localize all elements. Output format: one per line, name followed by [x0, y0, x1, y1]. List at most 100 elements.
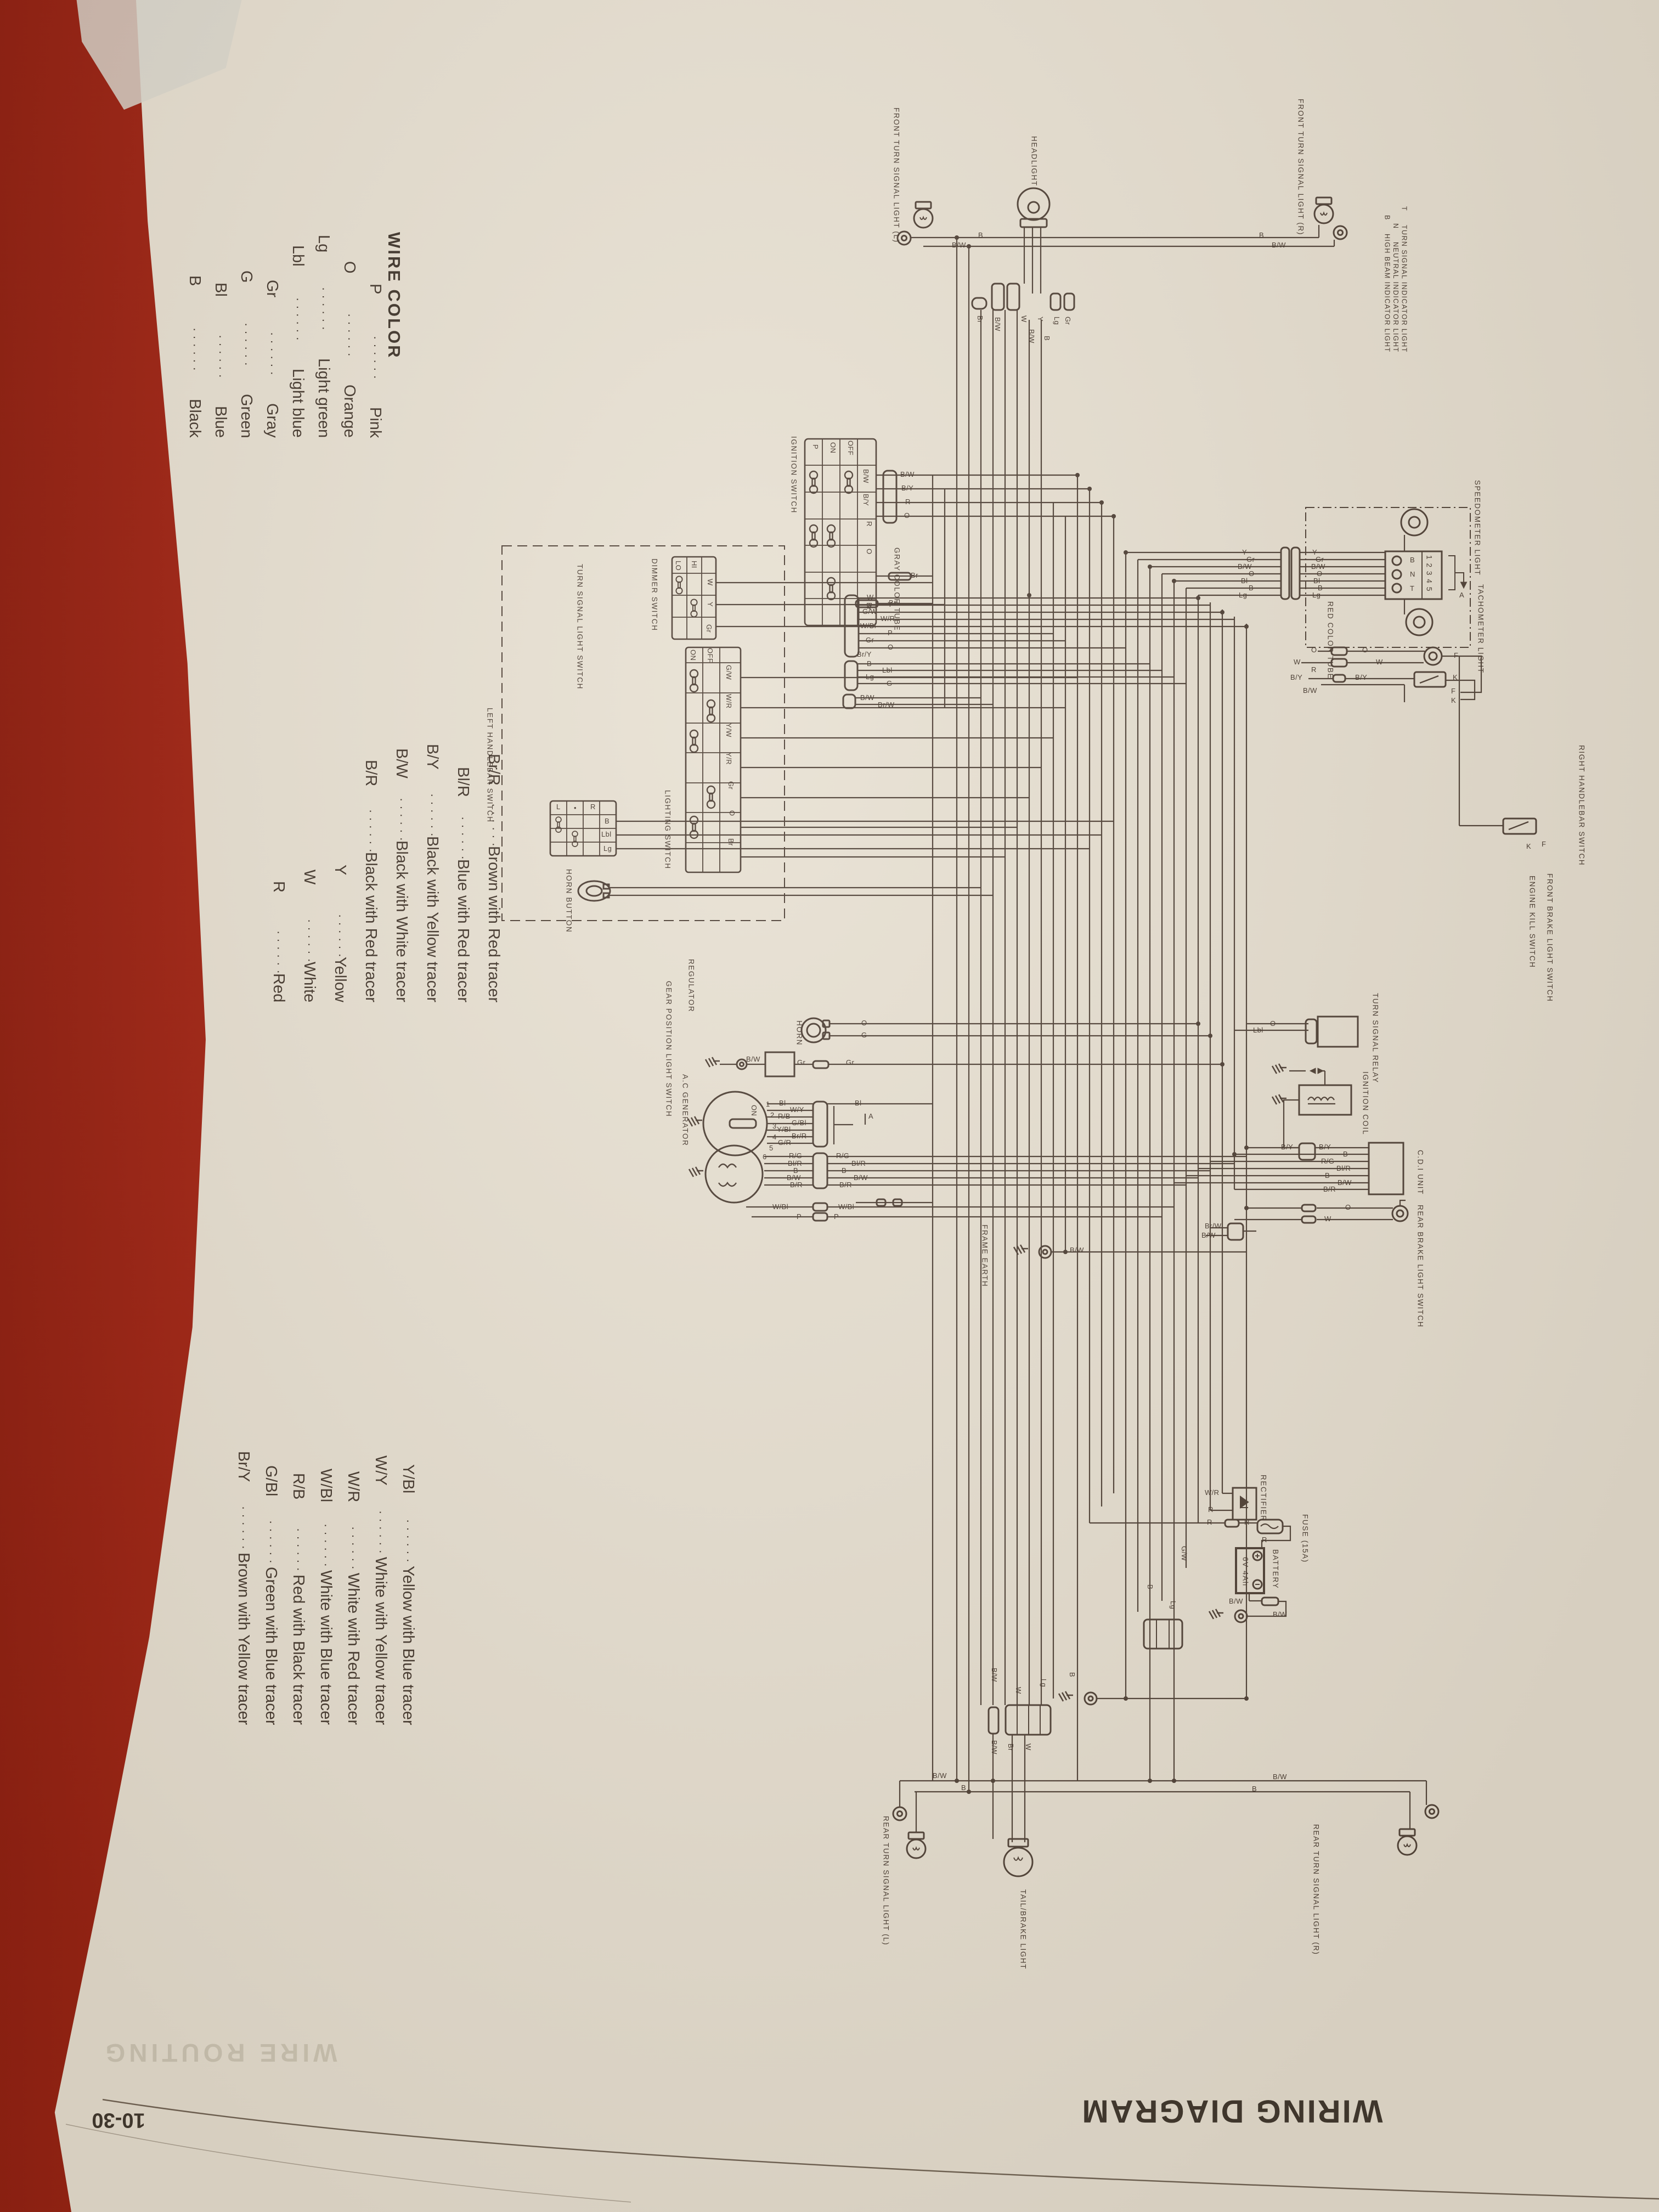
legend-dots: ······ — [272, 930, 286, 978]
wire-label: W/R — [881, 614, 895, 623]
legend-entry: R······Red — [257, 881, 287, 1002]
indicator-name: TURN SIGNAL INDICATOR LIGHT — [1400, 225, 1408, 353]
wire-label: B/W — [1273, 1773, 1287, 1781]
legend-code: W — [301, 869, 318, 885]
left-handlebar-switch-box — [501, 545, 785, 921]
wire-label: T — [1410, 584, 1415, 592]
wire-label: B/Y — [1281, 1143, 1294, 1151]
wire-label: W/Y — [790, 1105, 804, 1114]
legend-name: Red — [270, 973, 287, 1003]
wire-label: B/W — [900, 470, 915, 478]
legend-name: Green with Blue tracer — [262, 1566, 280, 1725]
lighting-switch-grid — [685, 646, 742, 873]
legend-code: Lbl — [289, 245, 307, 267]
wire-label: OFF — [847, 441, 855, 456]
component-symbols — [577, 187, 1537, 1877]
wire-label: F — [1542, 840, 1547, 848]
legend-entry: Bl/R······Blue with Red tracer — [441, 767, 472, 1002]
battery-symbol — [1235, 1547, 1265, 1594]
wire-label: Gr — [1316, 555, 1324, 563]
legend-dots: ······ — [402, 1519, 415, 1566]
wire-label: P — [888, 629, 893, 637]
dashed-enclosures — [501, 507, 1471, 921]
wire-label: K — [1526, 842, 1532, 850]
tachometer-light-label: TACHOMETER LIGHT — [1476, 584, 1485, 674]
turn-signal-light-switch-label: TURN SIGNAL LIGHT SWITCH — [575, 564, 584, 690]
wire-label: Lg — [1312, 591, 1321, 599]
wire-label: ON — [750, 1105, 758, 1116]
wire-label: W — [1294, 658, 1301, 666]
front-turn-signal-l-label: FRONT TURN SIGNAL LIGHT (L) — [892, 108, 901, 243]
wire-label: W — [1014, 1687, 1023, 1694]
wire-label: 1 — [766, 1100, 770, 1108]
legend-entry: R/B······Red with Black tracer — [280, 1473, 307, 1725]
wire-label: N — [1410, 570, 1415, 578]
wire-label: Bl/R — [788, 1159, 803, 1167]
wire-label: Lbl — [601, 830, 612, 838]
wire-label: Gr — [705, 624, 713, 633]
horn-symbol — [800, 1017, 831, 1043]
wire-label: R/G — [836, 1152, 850, 1160]
wire-label: B/W — [1272, 241, 1286, 249]
legend-dots: ······ — [343, 313, 357, 361]
wire-label: 5 — [769, 1144, 774, 1152]
front-brake-switch-symbol — [1423, 646, 1443, 666]
wire-label: Bl — [1313, 577, 1321, 585]
legend-entry: W/R······White with Red tracer — [335, 1471, 362, 1725]
wire-label: LO — [674, 561, 682, 571]
wire-label: Bl/R — [851, 1159, 866, 1167]
wire-label: R — [1208, 1505, 1214, 1514]
legend-entry: Lbl······Light blue — [281, 245, 307, 438]
rectifier-label: RECTIFIER — [1259, 1475, 1268, 1522]
front-brake-light-switch-label: FRONT BRAKE LIGHT SWITCH — [1545, 873, 1554, 1002]
legend-code: W/Bl — [317, 1469, 335, 1503]
legend-name: Brown with Yellow tracer — [235, 1553, 252, 1725]
wire-label: B/Y — [862, 494, 870, 506]
wire-bus-horizontal — [609, 236, 1503, 1842]
wire-label: Y — [706, 602, 714, 607]
legend-dots: ······ — [456, 816, 470, 864]
wire-label: 4 — [772, 1133, 777, 1141]
wire-label: B — [842, 1166, 847, 1175]
switch-grids — [549, 438, 877, 873]
page-edge-lines — [65, 2098, 1659, 2203]
wire-label: P — [811, 444, 820, 450]
legend-dots: ······ — [369, 335, 382, 383]
page-title: WIRING DIAGRAM — [1080, 2093, 1383, 2130]
wire-label: Br — [889, 599, 896, 607]
legend-name: Red with Black tracer — [290, 1575, 307, 1725]
horn-label: HORN — [795, 1020, 804, 1046]
speedometer-light-label: SPEEDOMETER LIGHT — [1473, 480, 1482, 576]
ignition-coil-label: IGNITION COIL — [1361, 1071, 1370, 1136]
wire-label: Br/R — [792, 1132, 807, 1140]
legend-entry: Bl······Blue — [204, 283, 229, 438]
wire-label: B/W — [1238, 562, 1252, 571]
legend-code: R/B — [290, 1473, 307, 1500]
wire-label: Gr — [846, 1058, 855, 1066]
wire-label: Gr — [1246, 555, 1255, 563]
wire-label: B/R — [790, 1181, 803, 1189]
indicator-lights-block — [1384, 550, 1468, 600]
wire-label: Y — [1036, 317, 1045, 322]
legend-dots: ······ — [240, 322, 253, 370]
legend-dots: ······ — [334, 914, 347, 962]
wire-label: O — [865, 549, 873, 555]
legend-name: Gray — [263, 403, 281, 438]
page-title-text: WIRING DIAGRAM — [1080, 2093, 1383, 2129]
wire-label: R — [865, 521, 873, 527]
wire-label: Lg — [1169, 1601, 1177, 1610]
left-handlebar-switch-label: LEFT HANDLEBAR SWITCH — [486, 708, 494, 823]
headlight-symbol — [1017, 187, 1051, 228]
fuse-15a-label: FUSE (15A) — [1301, 1514, 1310, 1563]
ignition-switch-label: IGNITION SWITCH — [789, 436, 798, 514]
wire-label: Y/R — [725, 752, 733, 765]
legend-entry: Gr······Gray — [255, 280, 281, 438]
rear-turn-r-socket — [1424, 1804, 1440, 1819]
wire-label: B/Y — [901, 484, 914, 492]
wire-label: Gr — [797, 1058, 806, 1066]
legend-dots: ······ — [426, 793, 439, 840]
wire-label: Gr — [727, 781, 735, 790]
legend-name: Light blue — [289, 369, 307, 438]
wire-label: O — [728, 810, 736, 816]
